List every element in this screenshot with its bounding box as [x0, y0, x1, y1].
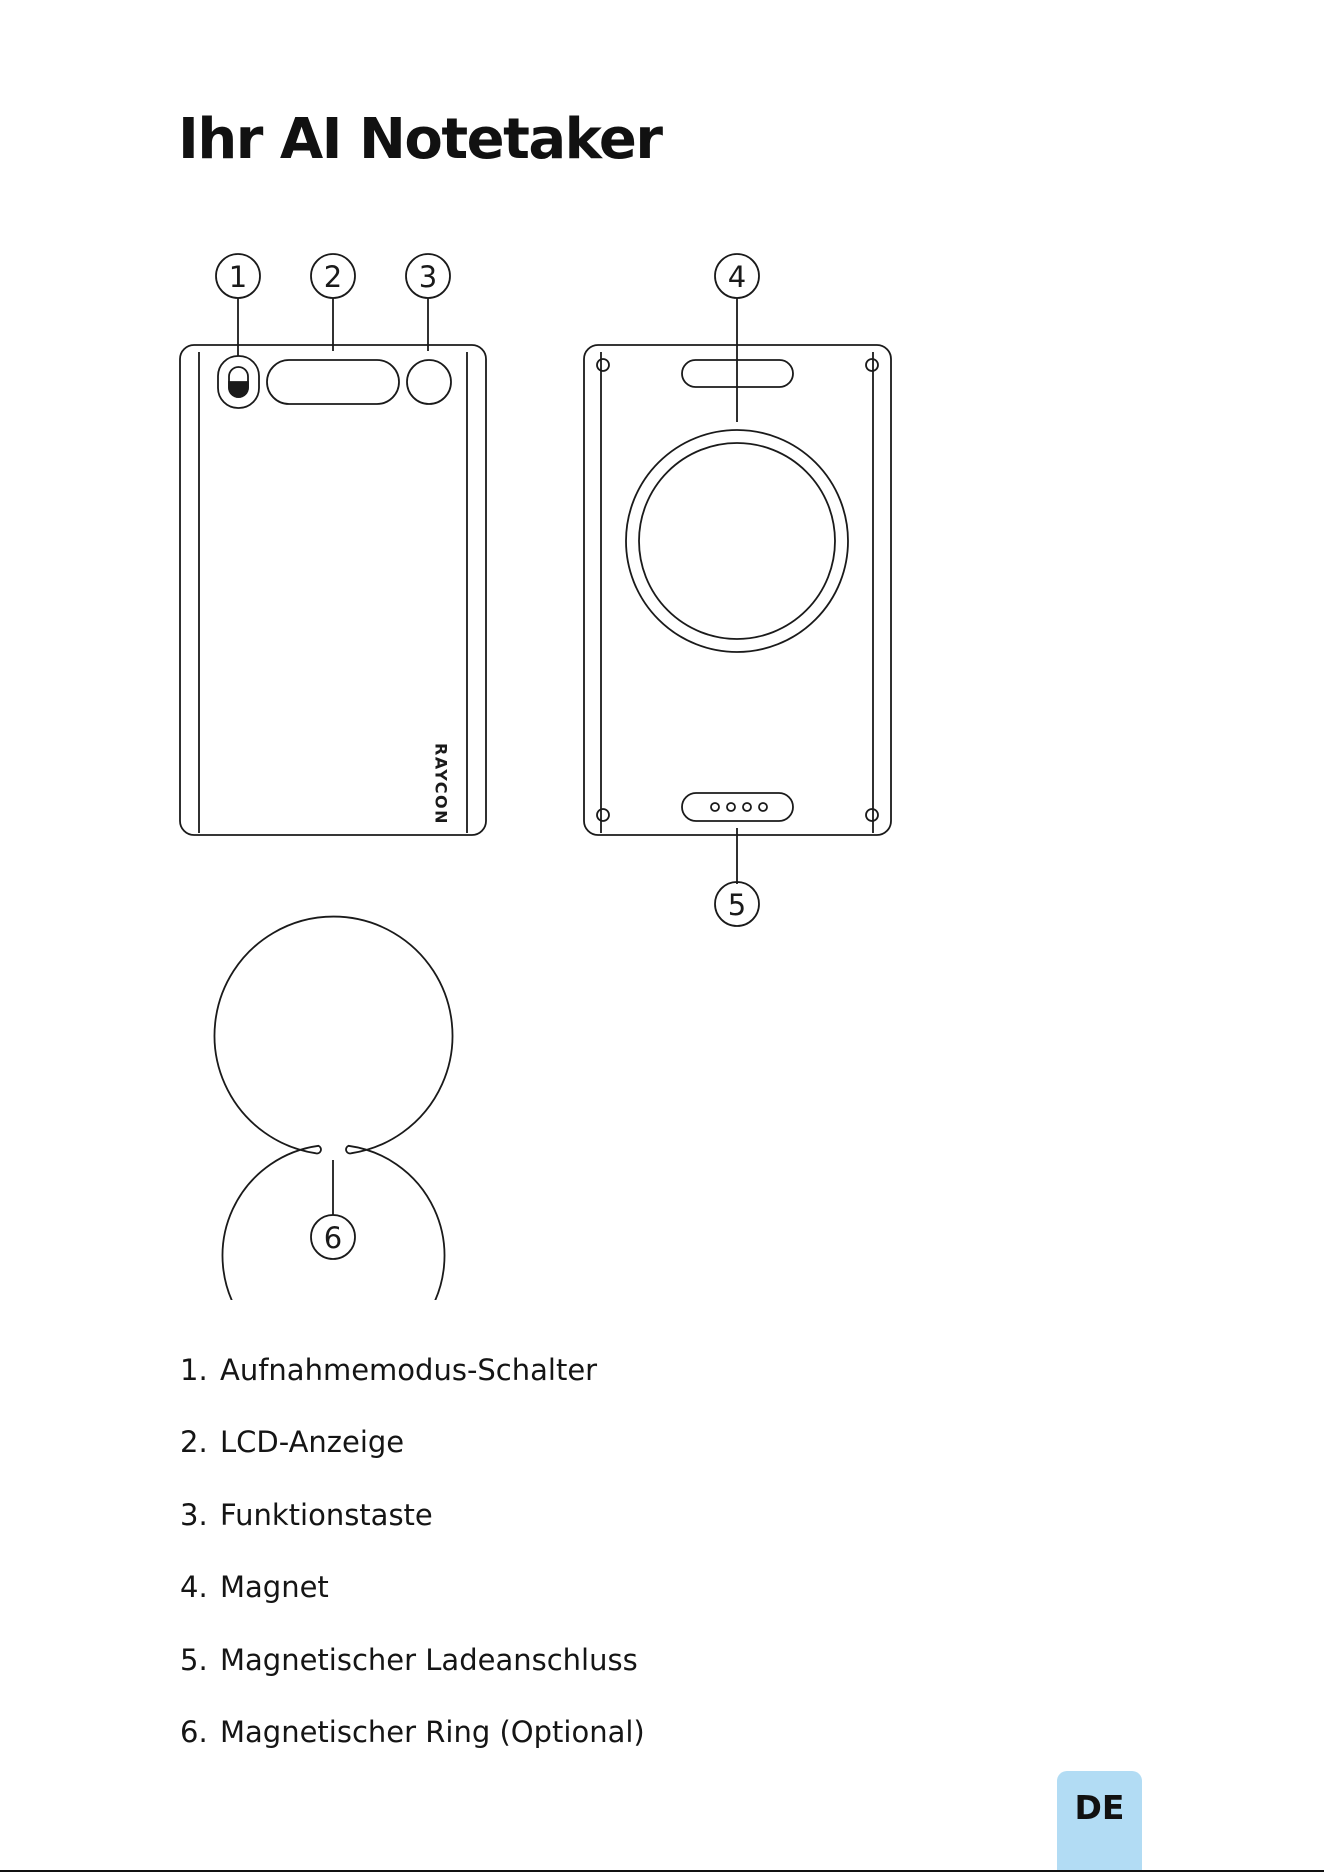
callout-number-2: 2 [324, 260, 342, 294]
language-badge: DE [1057, 1771, 1142, 1872]
recording-mode-switch [218, 356, 259, 408]
callout-number-5: 5 [728, 888, 746, 922]
list-item: 2. LCD-Anzeige [180, 1420, 645, 1492]
callout-number-1: 1 [229, 260, 247, 294]
list-item-number: 4. [180, 1565, 220, 1610]
list-item-label: Magnet [220, 1565, 329, 1610]
list-item-number: 5. [180, 1638, 220, 1683]
callout-number-4: 4 [728, 260, 746, 294]
list-item-label: Aufnahmemodus-Schalter [220, 1348, 597, 1393]
list-item: 6. Magnetischer Ring (Optional) [180, 1710, 645, 1782]
list-item: 4. Magnet [180, 1565, 645, 1637]
magnet [626, 430, 848, 652]
corner-screw [866, 809, 878, 821]
corner-screw [597, 359, 609, 371]
list-item: 1. Aufnahmemodus-Schalter [180, 1348, 645, 1420]
list-item-label: Magnetischer Ring (Optional) [220, 1710, 645, 1755]
list-item-number: 3. [180, 1493, 220, 1538]
brand-logo-text: RAYCON [432, 743, 451, 825]
callout-number-6: 6 [324, 1221, 342, 1255]
callout-number-3: 3 [419, 260, 437, 294]
function-button [407, 360, 451, 404]
list-item-label: LCD-Anzeige [220, 1420, 404, 1465]
list-item-label: Magnetischer Ladeanschluss [220, 1638, 638, 1683]
list-item-number: 6. [180, 1710, 220, 1755]
lcd-display [267, 360, 399, 404]
parts-list: 1. Aufnahmemodus-Schalter 2. LCD-Anzeige… [180, 1348, 645, 1782]
magnetic-charging-port [682, 793, 793, 821]
list-item: 5. Magnetischer Ladeanschluss [180, 1638, 645, 1710]
list-item-number: 2. [180, 1420, 220, 1465]
list-item: 3. Funktionstaste [180, 1493, 645, 1565]
corner-screw [597, 809, 609, 821]
list-item-number: 1. [180, 1348, 220, 1393]
list-item-label: Funktionstaste [220, 1493, 433, 1538]
corner-screw [866, 359, 878, 371]
device-diagram: RAYCON 1 2 3 4 5 6 [0, 0, 1324, 1300]
